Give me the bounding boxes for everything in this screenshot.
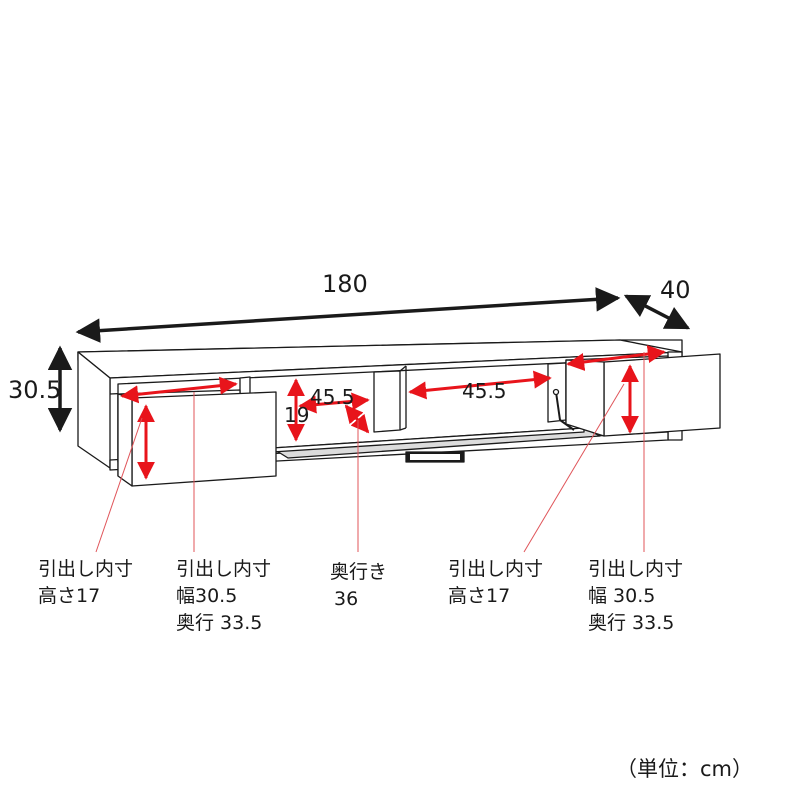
divider-center — [373, 370, 401, 433]
center-left-height-label: 19 — [284, 403, 309, 427]
center-left-width-arrow — [298, 392, 370, 414]
callout-line: 奥行き — [330, 561, 387, 583]
callout-line: 引出し内寸 — [176, 558, 271, 580]
width-dimension-label: 180 — [322, 270, 368, 298]
leader-left-height — [95, 417, 143, 553]
center-right-width-arrow — [408, 370, 552, 400]
callout-line: 奥行 33.5 — [176, 612, 262, 634]
depth-arrow — [623, 294, 691, 330]
center-depth-arrow — [344, 404, 370, 434]
leader-lines — [95, 352, 645, 553]
callout-left-drawer-height: 引出し内寸 高さ17 — [38, 558, 133, 607]
callout-line: 引出し内寸 — [448, 558, 543, 580]
width-arrow — [75, 287, 621, 343]
height-dimension-label: 30.5 — [8, 376, 61, 404]
left-drawer-front — [131, 391, 277, 487]
callout-line: 幅30.5 — [176, 585, 237, 607]
callout-line: 引出し内寸 — [38, 558, 133, 580]
right-drawer-front — [603, 353, 721, 437]
callout-line: 高さ17 — [448, 585, 510, 607]
callout-line: 36 — [334, 588, 358, 610]
center-left-width-label: 45.5 — [310, 385, 355, 409]
callout-line: 引出し内寸 — [588, 558, 683, 580]
callout-right-drawer-size: 引出し内寸 幅 30.5 奥行 33.5 — [588, 558, 683, 634]
inner-dimension-lines — [120, 345, 666, 480]
callout-line: 高さ17 — [38, 585, 100, 607]
main-dimension-lines — [47, 287, 691, 433]
leader-right-height — [523, 383, 625, 553]
callout-left-drawer-size: 引出し内寸 幅30.5 奥行 33.5 — [176, 558, 271, 634]
right-drawer-width-arrow — [566, 345, 666, 371]
unit-note: （単位：cm） — [616, 757, 753, 781]
center-right-width-label: 45.5 — [462, 379, 507, 403]
callout-line: 奥行 33.5 — [588, 612, 674, 634]
left-drawer-width-arrow — [120, 376, 238, 404]
callout-right-drawer-height: 引出し内寸 高さ17 — [448, 558, 543, 607]
callout-line: 幅 30.5 — [588, 585, 655, 607]
depth-dimension-label: 40 — [660, 276, 691, 304]
callout-center-depth: 奥行き 36 — [330, 561, 387, 610]
tv-board-drawing — [77, 339, 721, 487]
